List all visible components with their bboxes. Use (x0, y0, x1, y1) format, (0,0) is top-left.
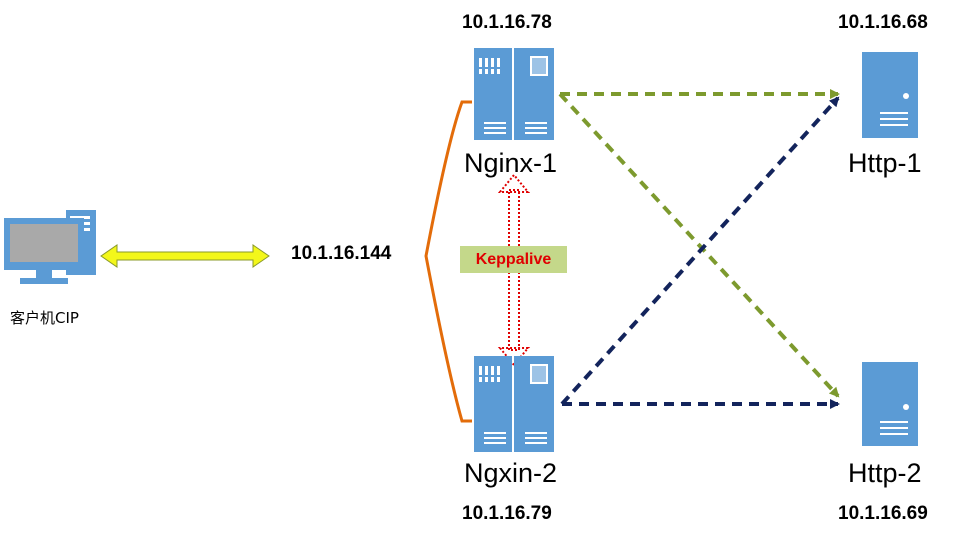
desktop-computer-icon (4, 210, 96, 284)
tower-server-icon (862, 52, 918, 138)
keepalive-label: Keppalive (460, 246, 567, 273)
nginx1-name: Nginx-1 (464, 148, 558, 178)
rack-server-icon (474, 356, 554, 452)
http1-ip: 10.1.16.68 (838, 12, 928, 33)
client-vip-arrow (100, 244, 270, 268)
http2-name: Http-2 (848, 458, 922, 488)
nginx1-http2-link (558, 92, 840, 398)
nginx1-ip: 10.1.16.78 (462, 12, 552, 33)
nginx2-name: Ngxin-2 (464, 458, 558, 488)
tower-server-icon (862, 362, 918, 446)
vip-ip: 10.1.16.144 (291, 243, 392, 264)
rack-server-icon (474, 48, 554, 140)
vip-brace (424, 100, 472, 423)
client-label: 客户机CIP (10, 309, 79, 327)
http2-ip: 10.1.16.69 (838, 503, 928, 524)
nginx2-http1-link (560, 96, 840, 406)
nginx2-ip: 10.1.16.79 (462, 503, 552, 524)
http1-name: Http-1 (848, 148, 922, 178)
